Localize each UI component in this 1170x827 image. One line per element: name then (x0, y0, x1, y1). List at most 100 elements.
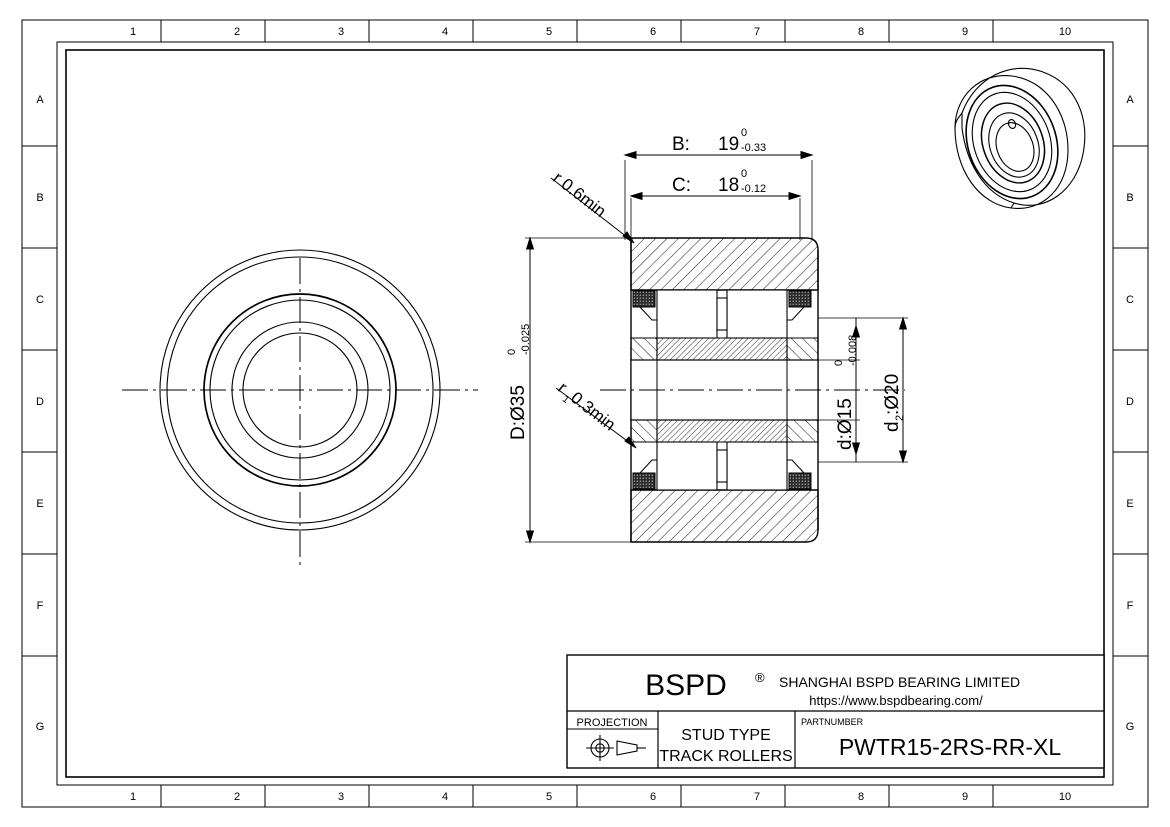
dim-b-tol-upper: 0 (741, 127, 747, 139)
dimension-B (623, 150, 814, 240)
dim-d15-tol-lower: -0.008 (847, 335, 859, 366)
inner-race-shoulder-bottom-left (630, 419, 658, 443)
dimension-d2 (818, 316, 908, 464)
dim-c-text: C: (672, 175, 691, 196)
dim-b-arrow-right (800, 150, 814, 160)
border-row-right-g: G (1126, 721, 1135, 733)
dim-d20-text-sub: 2 (894, 415, 906, 421)
projection-cone (616, 740, 638, 756)
dim-d-text: D:Ø35 (508, 385, 529, 440)
seal-lip-lines (639, 306, 805, 474)
border-row-right-d: D (1126, 396, 1134, 408)
dimension-C (629, 191, 802, 240)
isometric-3d-view (954, 67, 1086, 209)
leader-r-line (550, 177, 633, 242)
seal-bottom-right (788, 472, 812, 490)
border-col-top-8: 8 (858, 26, 864, 38)
border-row-left-g: G (36, 721, 45, 733)
iso-outer-body-front (954, 75, 1069, 209)
front-circular-view (122, 249, 478, 565)
dimension-D (525, 236, 640, 544)
border-column-ticks-bottom (160, 785, 994, 807)
inner-ring-bottom (656, 419, 788, 443)
roller-spacer-bottom (716, 449, 728, 483)
partnumber-value: PWTR15-2RS-RR-XL (839, 734, 1062, 760)
dim-b-text: B: (672, 134, 690, 155)
roller-top-right (726, 289, 788, 339)
dim-d15-tol-upper: 0 (833, 360, 845, 366)
dim-d15-arrow-top (851, 324, 861, 338)
iso-outer-body-back (961, 67, 1086, 206)
seal-group (632, 290, 812, 490)
sheet-border (21, 19, 1149, 808)
iso-tangent-bottom (1010, 202, 1015, 209)
leader-r1-arrow (624, 436, 637, 449)
border-row-labels: A B C D E F G A B C D E F G (36, 94, 1135, 733)
border-col-bot-9: 9 (962, 791, 968, 803)
dimension-D-label: D:Ø35 0 -0.025 (506, 324, 532, 440)
product-line-1: STUD TYPE (681, 727, 771, 744)
border-row-right-e: E (1126, 498, 1133, 510)
partnumber-label: PARTNUMBER (801, 717, 864, 727)
roller-bottom-left (656, 441, 718, 491)
dimension-B-label: B: 19 0 -0.33 (672, 127, 766, 155)
border-col-top-9: 9 (962, 26, 968, 38)
iso-tangent-top (954, 112, 963, 129)
first-angle-projection-icon (586, 735, 646, 761)
leader-r-arrow (622, 231, 635, 244)
inner-ring-top (656, 337, 788, 361)
iso-grease-hole (1007, 118, 1017, 130)
border-row-left-f: F (37, 600, 44, 612)
border-row-ticks-right (1113, 145, 1148, 657)
border-col-top-6: 6 (650, 26, 656, 38)
border-row-right-a: A (1126, 94, 1134, 106)
seal-bottom-left (632, 472, 656, 490)
leader-fillet-r1 (555, 387, 637, 449)
dim-b-arrow-left (623, 150, 637, 160)
border-column-ticks-top (160, 20, 994, 42)
company-name: SHANGHAI BSPD BEARING LIMITED (779, 674, 1020, 690)
dim-d20-text-main: d (882, 421, 903, 432)
dim-d15-text: d:Ø15 (835, 398, 856, 450)
iso-bore (995, 122, 1035, 172)
dim-c-value: 18 (718, 175, 739, 196)
iso-ring-1 (965, 84, 1059, 200)
dim-d15-arrow-bottom (851, 442, 861, 456)
border-row-right-b: B (1126, 192, 1133, 204)
dimension-C-label: C: 18 0 -0.12 (672, 168, 766, 196)
leader-r1-line (555, 387, 635, 447)
border-row-left-d: D (36, 396, 44, 408)
dim-d20-arrow-top (898, 316, 908, 330)
brand-registered-icon: ® (755, 670, 765, 685)
border-column-labels: 1 2 3 4 5 6 7 8 9 10 1 2 3 4 5 6 7 8 9 1… (130, 26, 1071, 803)
dim-d20-text-suffix: :Ø20 (882, 374, 903, 415)
inner-race-shoulder-bottom-right (786, 419, 819, 443)
dim-c-tol-upper: 0 (741, 168, 747, 180)
border-row-ticks-left (22, 145, 57, 657)
seal-top-left (632, 290, 656, 308)
dim-b-value: 19 (718, 134, 739, 155)
border-col-top-7: 7 (754, 26, 760, 38)
border-row-left-c: C (36, 294, 44, 306)
border-col-top-3: 3 (338, 26, 344, 38)
dimension-d2-label: d 2 :Ø20 (882, 374, 906, 432)
border-col-bot-8: 8 (858, 791, 864, 803)
border-col-top-5: 5 (546, 26, 552, 38)
inner-race-shoulder-top-left (630, 337, 658, 361)
dim-d20-arrow-bottom (898, 450, 908, 464)
product-line-2: TRACK ROLLERS (659, 748, 792, 765)
dim-d-arrow-top (525, 236, 535, 250)
border-col-bot-2: 2 (234, 791, 240, 803)
seal-top-right (788, 290, 812, 308)
dim-b-tol-lower: -0.33 (741, 142, 766, 154)
dim-c-arrow-right (788, 191, 802, 201)
leader-fillet-r (550, 177, 635, 244)
iso-ring-4 (988, 112, 1040, 178)
brand-name: BSPD (645, 669, 727, 702)
border-col-bot-3: 3 (338, 791, 344, 803)
outer-ring-bottom (630, 489, 819, 543)
iso-ring-2 (971, 91, 1053, 193)
border-row-left-a: A (36, 94, 44, 106)
leader-r1-sub: 1 (560, 394, 572, 406)
